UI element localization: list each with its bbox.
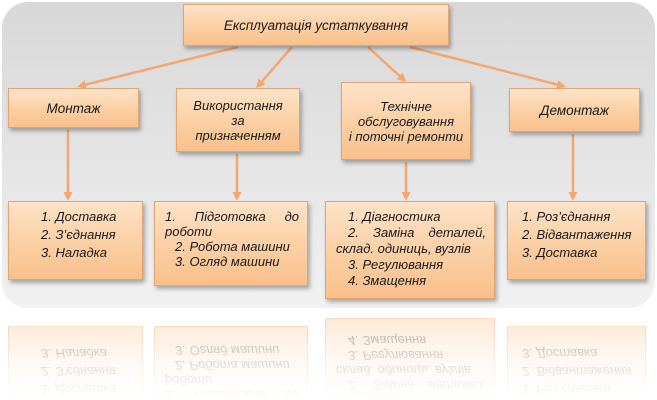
node-vykorystannia-label-line3: призначенням: [195, 127, 281, 143]
list-item: 4. Змащення: [348, 273, 427, 288]
list-item: 3. Доставка: [522, 245, 598, 260]
node-vykorystannia-label-line1: Використання: [193, 97, 283, 113]
list-tekhnichne: 1. Діагностика 2. Заміна деталей, склад.…: [325, 201, 495, 299]
reflection: 1. Доставка 2. З’єднання 3. Наладка 1. П…: [0, 318, 657, 400]
list-item: 3. Наладка: [41, 245, 108, 260]
node-tekhnichne-obsluhovuvannia: Технічне обслуговування і поточні ремонт…: [341, 82, 471, 160]
reflection-fade: [0, 318, 657, 400]
list-item: 2. Робота машини: [175, 239, 290, 254]
list-demontazh: 1. Роз’єднання 2. Відвантаження 3. Доста…: [507, 201, 646, 280]
list-vykorystannia: 1. Підготовка до роботи 2. Робота машини…: [154, 201, 308, 286]
arrow-root-to-tekhnichne: [367, 46, 407, 83]
root-label: Експлуатація устаткування: [223, 17, 409, 33]
list-montazh: 1. Доставка 2. З’єднання 3. Наладка: [8, 201, 143, 280]
node-tekhnichne-label-line1: Технічне: [380, 98, 432, 114]
list-item: 2. З’єднання: [41, 227, 116, 242]
list-item: 3. Огляд машини: [175, 254, 280, 269]
node-montazh-label: Монтаж: [46, 100, 101, 116]
arrow-root-to-demontazh: [409, 45, 566, 89]
node-tekhnichne-label-line3: і поточні ремонти: [348, 128, 464, 144]
node-montazh: Монтаж: [8, 88, 139, 128]
list-item: склад. одиниць, вузлів: [336, 241, 471, 256]
connector-layer: [63, 45, 578, 201]
list-item: 2. Заміна деталей,: [348, 225, 486, 240]
node-demontazh-label: Демонтаж: [540, 102, 609, 118]
arrow-root-to-vykorystannia: [256, 46, 293, 89]
list-item: 1. Доставка: [41, 209, 117, 224]
node-vykorystannia-label-line2: за: [231, 112, 245, 128]
node-demontazh: Демонтаж: [509, 88, 640, 132]
list-item: 3. Регулювання: [348, 257, 444, 272]
list-item: 1. Діагностика: [348, 209, 441, 224]
arrow-root-to-montazh: [77, 45, 239, 89]
node-tekhnichne-label-line2: обслуговування: [357, 113, 455, 129]
list-item: 1. Роз’єднання: [522, 209, 611, 224]
node-vykorystannia: Використання за призначенням: [176, 88, 300, 152]
root-node: Експлуатація устаткування: [183, 4, 449, 46]
list-item: 1. Підготовка до роботи: [165, 209, 299, 239]
list-item: 2. Відвантаження: [522, 227, 632, 242]
